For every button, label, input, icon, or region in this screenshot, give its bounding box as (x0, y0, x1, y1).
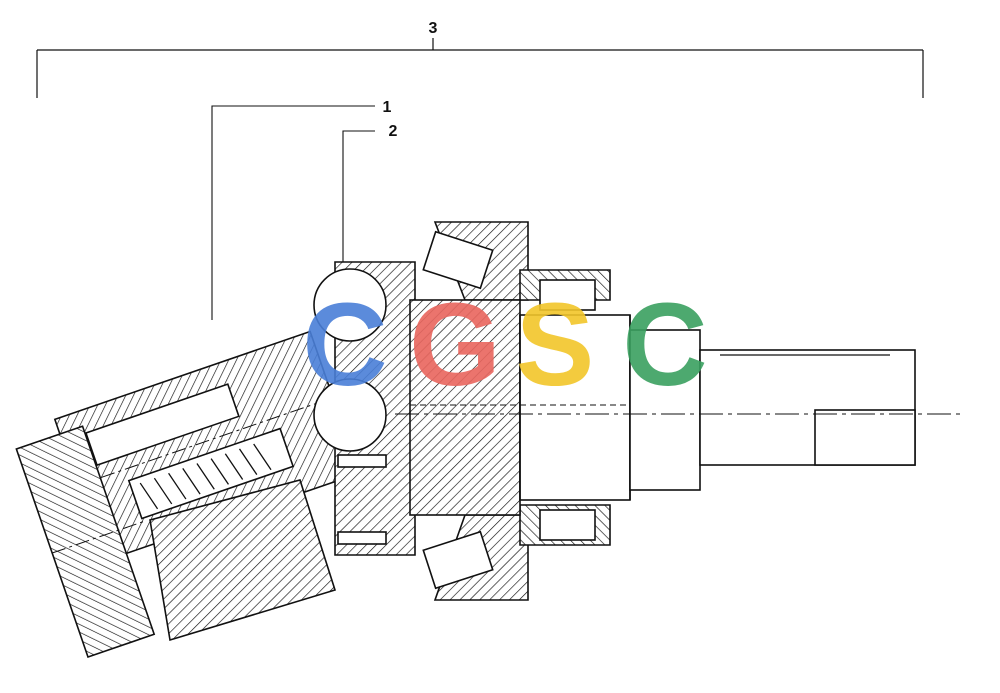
callout-label-3: 3 (429, 20, 438, 37)
leader-lines (211, 105, 375, 320)
output-shaft (629, 329, 916, 491)
spring-coil (139, 443, 272, 510)
port-plate (313, 261, 416, 556)
callout-label-1: 1 (383, 99, 392, 116)
watermark-letter-1: C (302, 279, 387, 411)
lower-bearing (422, 504, 611, 601)
callout-label-2: 2 (389, 123, 398, 140)
cylinder-block (53, 330, 360, 563)
assembly-bracket (36, 38, 924, 98)
watermark-letter-4: C (622, 279, 707, 411)
watermark-letter-3: S (516, 279, 595, 411)
watermark-logo: C G S C (302, 279, 707, 411)
upper-bearing (422, 221, 611, 311)
watermark-letter-2: G (409, 279, 501, 411)
swash-plate (15, 425, 337, 659)
